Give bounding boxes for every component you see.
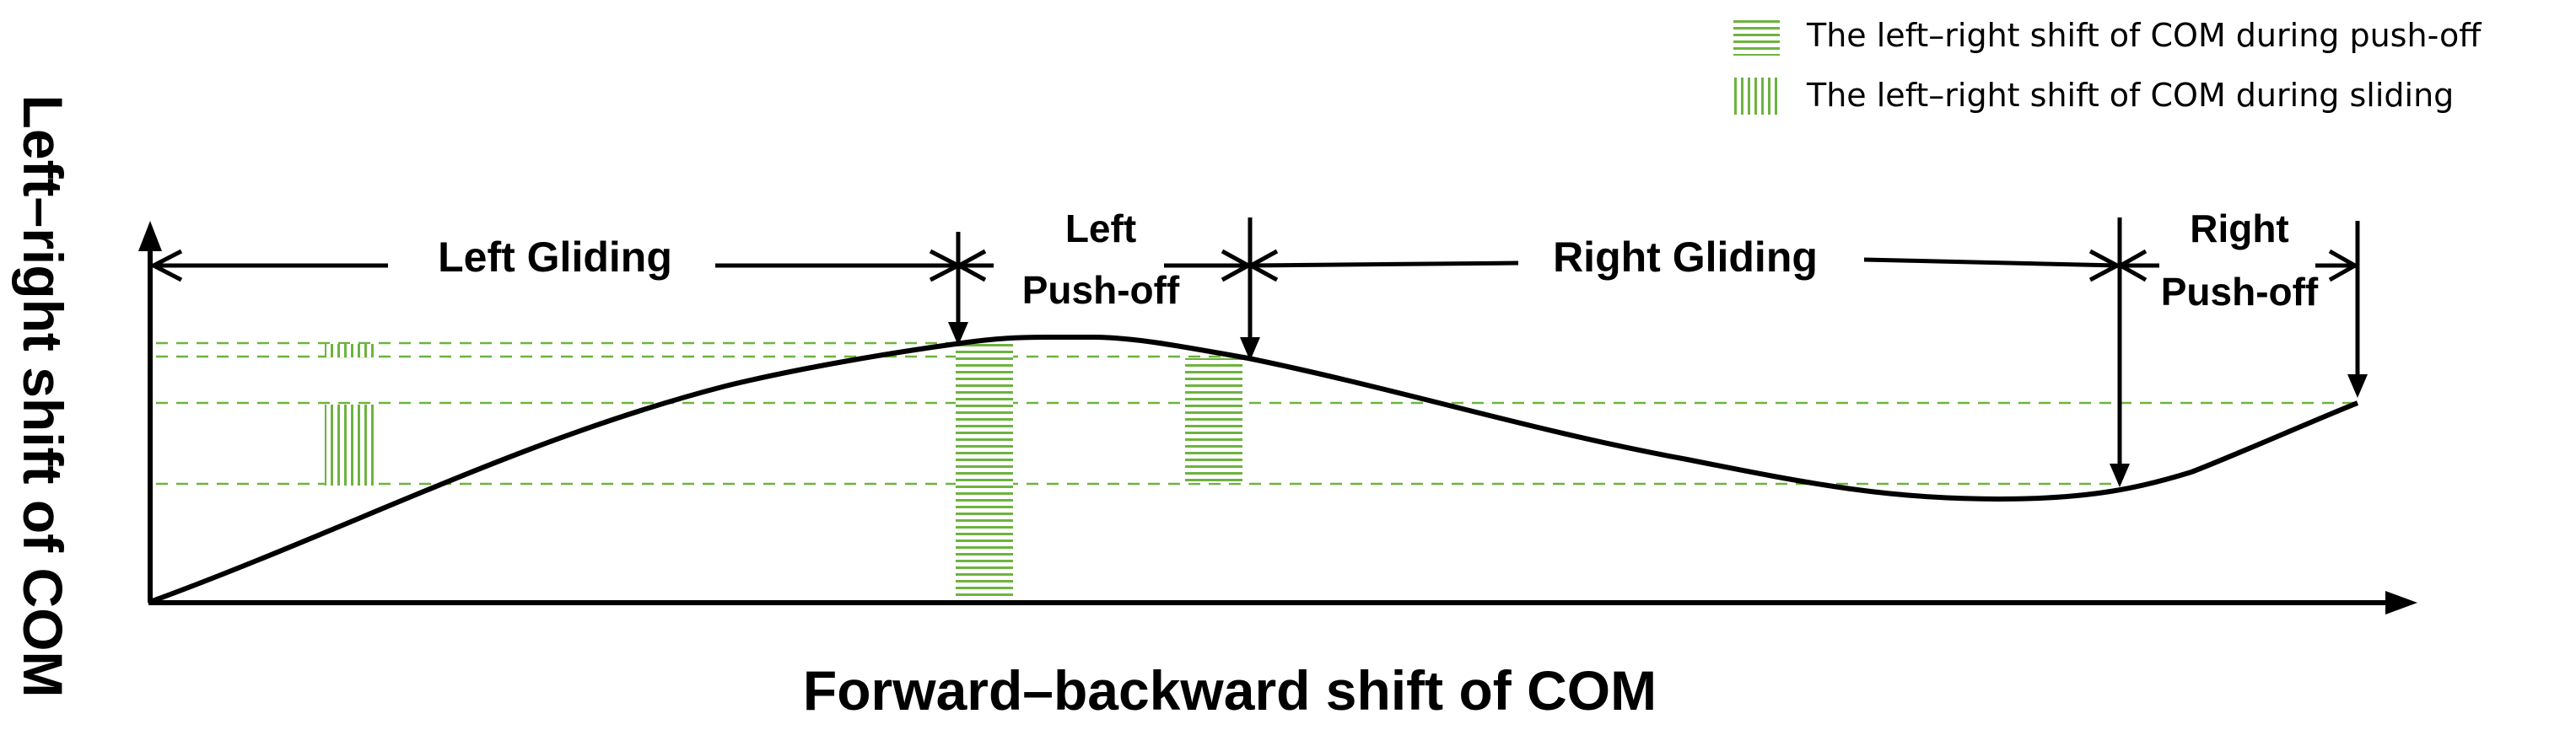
- right-pushoff-arrowhead-right: [2328, 249, 2360, 282]
- pointer-arrowheads: [948, 322, 2368, 487]
- right-gliding-arrow-right: [1863, 257, 2118, 268]
- label-right-pushoff-1: Right: [2190, 207, 2289, 250]
- phase-labels: Left Gliding Left Push-off Right Gliding…: [438, 207, 2319, 314]
- x-axis-label: Forward–backward shift of COM: [803, 659, 1657, 722]
- left-gliding-arrowhead-left: [148, 249, 183, 282]
- axes: [138, 221, 2417, 615]
- pointer-arrowhead-2: [1240, 337, 1260, 361]
- right-gliding-arrow-left: [1250, 260, 1519, 268]
- sliding-bar-small: [325, 344, 377, 357]
- label-left-gliding: Left Gliding: [438, 233, 672, 281]
- y-axis-label: Left–right shift of COM: [12, 95, 74, 698]
- label-left-pushoff-1: Left: [1065, 207, 1136, 250]
- legend-label-push-off: The left–right shift of COM during push-…: [1806, 17, 2482, 54]
- label-right-gliding: Right Gliding: [1553, 233, 1818, 281]
- label-right-pushoff-2: Push-off: [2161, 270, 2319, 314]
- legend-swatch-sliding: [1733, 78, 1780, 115]
- push-off-bar-middle: [1185, 358, 1242, 483]
- legend: The left–right shift of COM during push-…: [1733, 17, 2482, 115]
- pointer-arrowhead-3: [2110, 464, 2130, 487]
- pointer-arrowhead-1: [948, 322, 968, 346]
- label-left-pushoff-2: Push-off: [1022, 268, 1180, 312]
- y-axis-arrowhead: [138, 221, 162, 251]
- push-off-bar-left: [956, 344, 1013, 597]
- pointer-arrowhead-4: [2347, 374, 2368, 398]
- legend-label-sliding: The left–right shift of COM during slidi…: [1806, 77, 2454, 114]
- phase-markers: [148, 217, 2360, 472]
- sliding-bar-left: [325, 405, 377, 486]
- x-axis-arrowhead: [2385, 591, 2417, 615]
- legend-swatch-push-off: [1733, 19, 1780, 56]
- com-trajectory-curve: [148, 335, 2359, 604]
- shift-bars: [325, 344, 1242, 597]
- dashed-reference-lines: [156, 341, 2358, 486]
